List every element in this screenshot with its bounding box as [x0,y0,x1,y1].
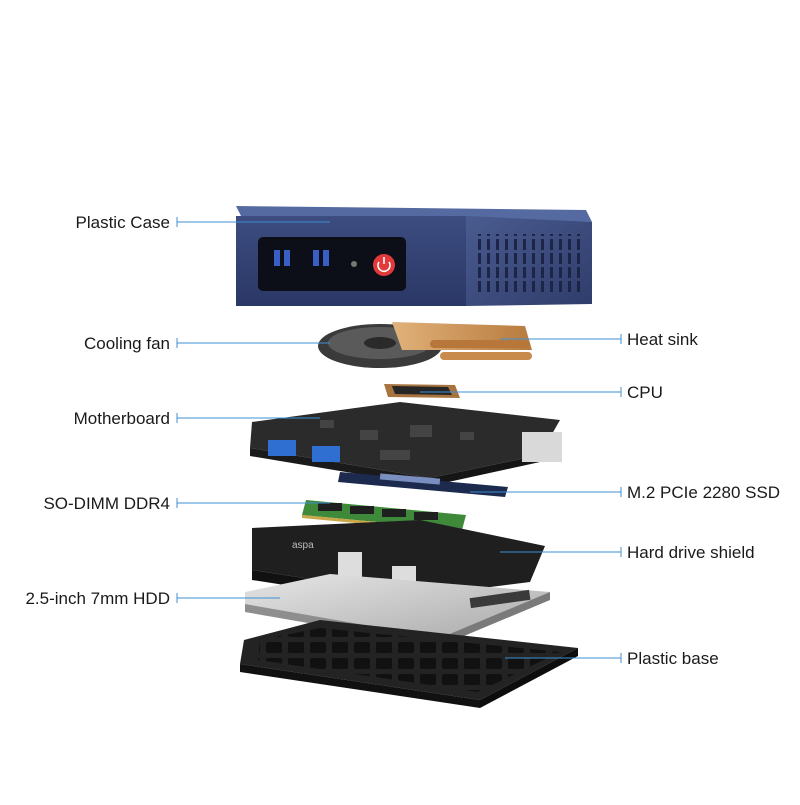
motherboard [250,402,562,486]
front-io-panel [258,237,406,291]
usb-port-icon [268,440,296,456]
power-button-icon [373,254,395,276]
label-heat-sink: Heat sink [627,330,698,349]
leader-lines [176,217,622,663]
m2-ssd [338,472,508,497]
svg-text:aspa: aspa [292,540,314,551]
cpu-chip [384,384,460,398]
label-hdd-shield: Hard drive shield [627,543,755,562]
ethernet-port-icon [522,432,562,462]
label-motherboard: Motherboard [73,409,170,428]
case-side-vents [472,234,582,292]
label-ram: SO-DIMM DDR4 [43,494,170,513]
usb-port-icon [274,250,280,266]
heat-sink [392,322,532,360]
label-cpu: CPU [627,383,663,402]
label-plastic-case: Plastic Case [75,213,170,232]
label-ssd: M.2 PCIe 2280 SSD [627,483,781,502]
plastic-base [240,620,578,708]
audio-jack-icon [351,261,357,267]
label-hdd: 2.5-inch 7mm HDD [25,589,170,608]
label-cooling-fan: Cooling fan [83,334,170,353]
label-base: Plastic base [627,649,719,668]
plastic-case [236,206,592,306]
